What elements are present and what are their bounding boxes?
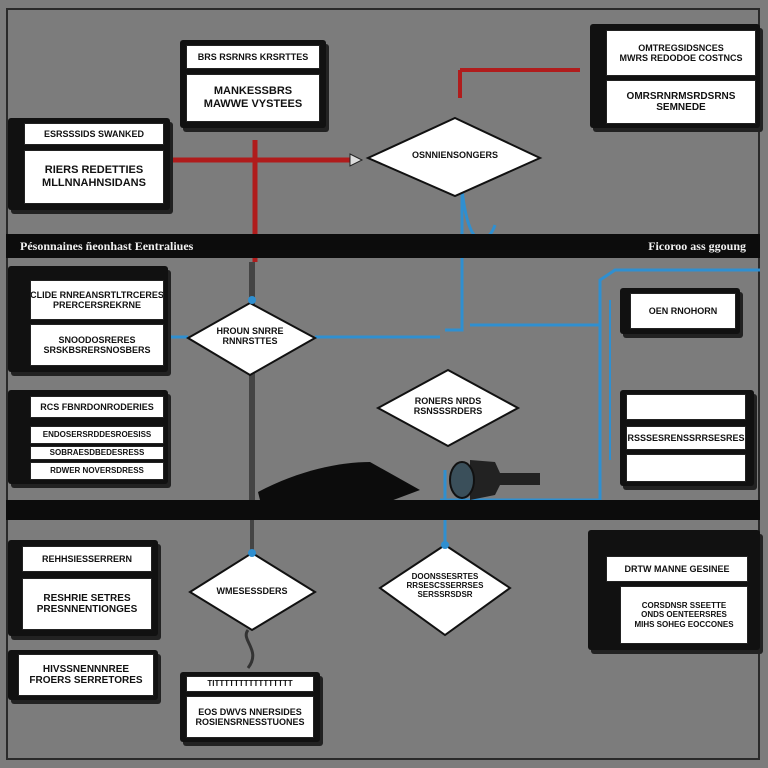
box-text: SEMNEDE — [656, 102, 706, 113]
diamond-left-mid — [186, 301, 318, 377]
box-right-2-row-1 — [626, 394, 746, 420]
box-text: MIHS SOHEG EOCCONES — [634, 619, 734, 629]
spring-connector — [244, 629, 255, 669]
box-text: SOBRAESDBEDESRESS — [49, 448, 145, 458]
diamond-text: SERSSRSDSR — [417, 590, 473, 600]
box-left-1-body: RIERS REDETTIES MLLNNAHNSIDANS — [24, 150, 164, 204]
box-text: SNOODOSRERES — [58, 334, 136, 345]
diamond-bottom-center-label: DOONSSESRTES RRSESCSSERRSES SERSSRSDSR — [388, 572, 502, 600]
box-text: CLIDE RNREANSRTLTRCERES — [30, 289, 164, 300]
diamond-text: RNNRSTTES — [222, 336, 278, 347]
box-top-right-header: OMTREGSIDSNCES MWRS REDODOE COSTNCS — [606, 30, 756, 76]
box-top-center-body: MANKESSBRS MAWWE VYSTEES — [186, 74, 320, 122]
box-text: MANKESSBRS — [213, 85, 293, 98]
node-dot — [441, 541, 449, 549]
box-text: ENDOSERSRDDESROESISS — [42, 430, 152, 440]
box-right-2-row-2: RSSSESRENSSRRSESRES — [626, 426, 746, 450]
box-text: ROSIENSRNESSTUONES — [195, 717, 305, 727]
plug-icon — [470, 460, 540, 500]
box-top-center-header: BRS RSRNRS KRSRTTES — [186, 45, 320, 69]
band-lower — [6, 500, 760, 520]
box-text: FROERS SERRETORES — [29, 675, 143, 686]
arrow-head-red — [349, 153, 364, 167]
diamond-bottom-left-label: WMESESSDERS — [216, 586, 288, 596]
diamond-text: HROUN SNRRE — [216, 326, 284, 336]
box-text: ONDS OENTEERSRES — [641, 610, 727, 620]
box-left-2-header: CLIDE RNREANSRTLTRCERES PRERCERSREKRNE — [30, 280, 164, 320]
outer-frame — [6, 8, 760, 760]
box-bottom-center-body: EOS DWVS NNERSIDES ROSIENSRNESSTUONES — [186, 696, 314, 738]
red-connector-top-right — [458, 68, 580, 98]
box-left-3-row-1: RCS FBNRDONRODERIES — [30, 396, 164, 418]
diamond-top — [365, 116, 543, 198]
box-text: MLLNNAHNSIDANS — [42, 177, 146, 189]
box-text: DRTW MANNE GESINEE — [624, 563, 730, 574]
box-text: ESRSSSIDS SWANKED — [43, 128, 145, 139]
box-text: RDWER NOVERSDRESS — [50, 466, 144, 476]
lens-icon — [449, 461, 475, 499]
blue-connector-right — [470, 268, 760, 327]
box-bottom-right-header: DRTW MANNE GESINEE — [606, 556, 748, 582]
diamond-text: RONERS NRDS — [414, 396, 482, 406]
box-right-1-body: OEN RNOHORN — [630, 293, 736, 329]
diamond-text: DOONSSESRTES — [411, 572, 479, 581]
box-left-3-row-4: RDWER NOVERSDRESS — [30, 462, 164, 480]
diamond-bottom-left — [188, 551, 317, 632]
diamond-text: RRSESCSSERRSES — [406, 581, 484, 591]
box-text: PRESNNENTIONGES — [36, 604, 138, 615]
box-text: OMTREGSIDSNCES — [638, 42, 724, 53]
box-bottom-center-header: TITTTTTTTTTTTTTTTT — [186, 676, 314, 692]
box-text: BRS RSRNRS KRSRTTES — [197, 51, 309, 62]
node-dot — [248, 549, 256, 557]
box-text: OEN RNOHORN — [648, 305, 718, 316]
band-upper-left-label: Pésonnaines ñeonhast Eentraliues — [20, 238, 194, 253]
box-top-right-body: OMRSRNRMSRDSRNS SEMNEDE — [606, 80, 756, 124]
box-bottom-left-1-header: REHHSIESSERRERN — [22, 546, 152, 572]
box-text: RCS FBNRDONRODERIES — [40, 401, 154, 412]
diamond-center-label: RONERS NRDS RSNSSSRDERS — [393, 396, 503, 417]
blade-shape — [258, 462, 420, 505]
band-upper-right-label: Ficoroo ass ggoung — [648, 238, 746, 253]
box-bottom-left-2-body: HIVSSNENNNREE FROERS SERRETORES — [18, 654, 154, 696]
box-text: SRSKBSRERSNOSBERS — [43, 345, 151, 355]
diamond-bottom-center — [378, 543, 512, 637]
box-text: RESHRIE SETRES — [43, 592, 131, 604]
box-text: HIVSSNENNNREE — [42, 663, 130, 675]
box-text: REHHSIESSERRERN — [41, 553, 133, 564]
box-text: RSSSESRENSSRRSESRES — [627, 432, 745, 443]
node-dot — [248, 296, 256, 304]
box-text: RIERS REDETTIES — [44, 164, 144, 177]
box-text: PRERCERSREKRNE — [52, 300, 141, 310]
band-upper: Pésonnaines ñeonhast Eentraliues Ficoroo… — [6, 234, 760, 258]
box-left-1-header: ESRSSSIDS SWANKED — [24, 123, 164, 145]
box-text: MWRS REDODOE COSTNCS — [619, 53, 743, 63]
box-left-3-row-2: ENDOSERSRDDESROESISS — [30, 426, 164, 444]
box-bottom-right-body: CORSDNSR SSEETTE ONDS OENTEERSRES MIHS S… — [620, 586, 748, 644]
box-text: OMRSRNRMSRDSRNS — [626, 90, 736, 102]
blue-connector-center — [445, 189, 497, 332]
box-text: CORSDNSR SSEETTE — [641, 601, 727, 611]
box-bottom-left-1-body: RESHRIE SETRES PRESNNENTIONGES — [22, 578, 152, 630]
diamond-top-label: OSNNIENSONGERS — [411, 150, 498, 160]
box-text: MAWWE VYSTEES — [203, 98, 303, 110]
diamond-text: RSNSSSRDERS — [413, 406, 483, 417]
box-text: TITTTTTTTTTTTTTTTT — [207, 679, 293, 689]
box-left-3-row-3: SOBRAESDBEDESRESS — [30, 446, 164, 460]
diamond-left-mid-label: HROUN SNRRE RNNRSTTES — [200, 326, 300, 347]
box-text: EOS DWVS NNERSIDES — [198, 706, 302, 717]
box-right-2-row-3 — [626, 454, 746, 482]
box-left-2-body: SNOODOSRERES SRSKBSRERSNOSBERS — [30, 324, 164, 366]
diamond-center — [375, 368, 521, 448]
